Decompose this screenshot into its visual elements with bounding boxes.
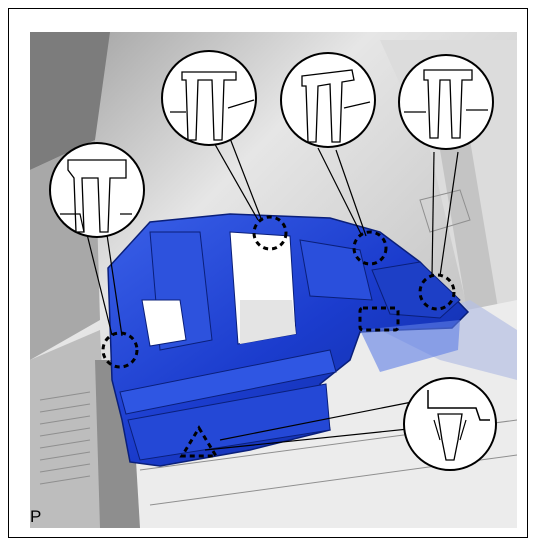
clip-callout bbox=[50, 143, 144, 237]
clip-callout bbox=[281, 53, 375, 147]
clip-callout bbox=[399, 55, 493, 149]
clip-callout bbox=[162, 51, 256, 145]
claw-callout bbox=[404, 378, 496, 470]
illustration-code-label: P bbox=[30, 508, 41, 525]
